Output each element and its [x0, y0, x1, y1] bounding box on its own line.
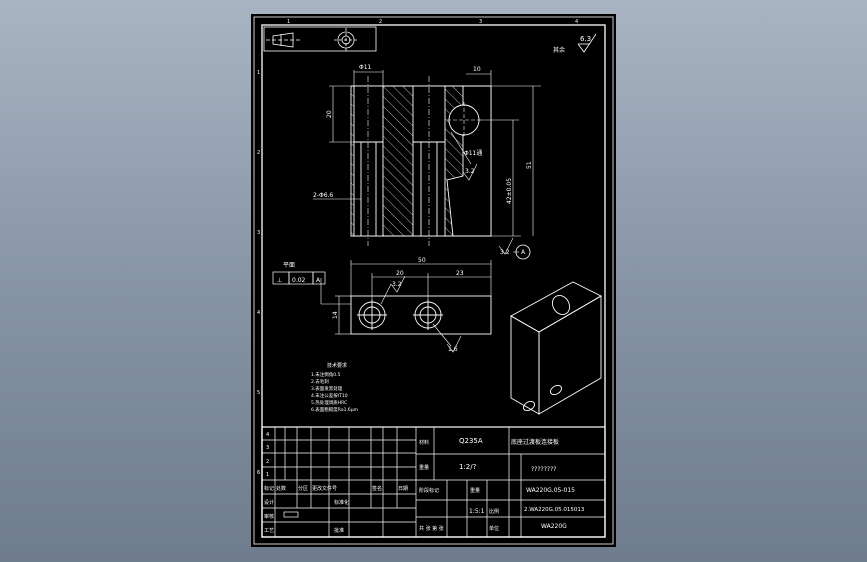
lbl-weight: 重量	[419, 464, 429, 471]
note-4: 4.未注公差按IT10	[311, 392, 348, 399]
dim-42: 42±0.05	[506, 178, 513, 204]
zone-top-3: 3	[479, 19, 482, 25]
roughness-note: 其余	[553, 46, 565, 54]
outer-frame	[253, 16, 614, 545]
dim-50: 50	[418, 257, 426, 264]
quantity-value: ????????	[531, 466, 556, 473]
top-dims	[320, 260, 492, 353]
dim-20-vertical: 20	[326, 110, 333, 118]
scale-ratio: 1:2/?	[459, 463, 477, 471]
datum-a-circle	[515, 244, 531, 260]
zone-side-2: 2	[257, 150, 260, 156]
front-dims	[313, 70, 541, 255]
lbl-file: 更改文件号	[312, 485, 337, 492]
tech-notes: 技术要求 1.未注倒角0.5 2.去毛刺 3.表面发黑处理 4.未注公差按IT1…	[311, 362, 358, 413]
drawing-sheet[interactable]: 1 2 3 4 1 2 3 4 5 6 6.3 其余	[251, 14, 616, 547]
lbl-std: 标准化	[334, 499, 349, 506]
roughness-bottom: 1.6	[448, 346, 458, 353]
zone-side-3: 3	[257, 230, 260, 236]
cone-icon	[272, 32, 294, 48]
lbl-stage: 阶段标记	[419, 487, 439, 494]
material-value: Q235A	[459, 437, 483, 445]
title-block-text: 4 3 2 1 材料 Q235A 重量 1:2/? 底座过渡板连接板 ?????…	[264, 432, 585, 534]
zone-side-5: 5	[257, 390, 260, 396]
lbl-scale: 比例	[489, 508, 499, 515]
roughness-top-value: 6.3	[580, 35, 591, 43]
lbl-count: 处数	[276, 485, 286, 492]
row-num-3: 3	[266, 445, 269, 451]
top-view	[350, 295, 492, 335]
note-2: 2.去毛刺	[311, 378, 329, 385]
datum-a-label: A	[521, 249, 526, 256]
lbl-date: 日期	[398, 486, 408, 492]
dim-14: 14	[332, 311, 339, 319]
row-num-2: 2	[266, 459, 269, 465]
drawing-title: 底座过渡板连接板	[511, 438, 559, 446]
zone-side-6: 6	[257, 470, 260, 476]
cad-drawing: 1 2 3 4 1 2 3 4 5 6 6.3 其余	[253, 16, 614, 545]
dim-32: 3.2	[465, 168, 475, 175]
flatness-label: 平面	[283, 262, 295, 269]
title-block	[261, 426, 606, 538]
front-view	[350, 76, 492, 246]
zone-top-2: 2	[379, 19, 382, 25]
scale-value: 1:5:1	[469, 508, 485, 515]
note-3: 3.表面发黑处理	[311, 385, 343, 392]
iso-view	[510, 281, 602, 415]
dim-phi11-note: Φ11通	[464, 149, 482, 157]
dim-32-bottom: 3.2	[500, 249, 510, 256]
lbl-sign: 签名	[372, 485, 382, 492]
lbl-zone: 分区	[298, 485, 308, 492]
code1: WA220G.05-015	[526, 487, 575, 494]
dim-10: 10	[473, 66, 481, 73]
projection-symbol	[263, 26, 377, 52]
dim-20: 20	[396, 270, 404, 277]
lbl-sheets: 共 张 第 张	[419, 525, 444, 532]
tol-datum: A	[316, 277, 321, 284]
zone-marks: 1 2 3 4 1 2 3 4 5 6	[257, 19, 578, 476]
lbl-mark: 标记	[264, 485, 274, 492]
tol-symbol: ⊥	[277, 277, 282, 284]
lbl-unit: 单位	[489, 525, 499, 532]
tol-value: 0.02	[292, 277, 306, 284]
zone-side-1: 1	[257, 70, 260, 76]
lbl-craft: 工艺	[264, 528, 274, 534]
lbl-material: 材料	[419, 439, 429, 446]
lbl-weight2: 重量	[470, 487, 480, 494]
zone-top-1: 1	[287, 19, 290, 25]
code3: WA220G	[541, 523, 567, 530]
lbl-design: 设计	[264, 499, 274, 506]
dim-2phi66: 2-Φ6.6	[313, 192, 333, 199]
dim-23: 23	[456, 270, 464, 277]
row-num-1: 1	[266, 472, 269, 478]
zone-top-4: 4	[575, 19, 578, 25]
note-5: 5.热处理调质HRC	[311, 399, 347, 406]
row-num-4: 4	[266, 432, 269, 438]
code2: 2.WA220G.05.015013	[524, 507, 585, 513]
roughness-mid: 3.2	[392, 281, 402, 288]
zone-side-4: 4	[257, 310, 260, 316]
roughness-top	[577, 33, 597, 53]
dim-51: 51	[526, 161, 533, 169]
note-6: 6.表面粗糙度Ra1.6μm	[311, 406, 358, 413]
lbl-approve: 批准	[334, 527, 344, 534]
notes-title: 技术要求	[327, 362, 347, 369]
tolerance-frame	[272, 271, 326, 285]
note-1: 1.未注倒角0.5	[311, 371, 341, 378]
dim-hole-d11-top: Φ11	[359, 64, 372, 71]
lbl-check: 审核	[264, 513, 274, 520]
